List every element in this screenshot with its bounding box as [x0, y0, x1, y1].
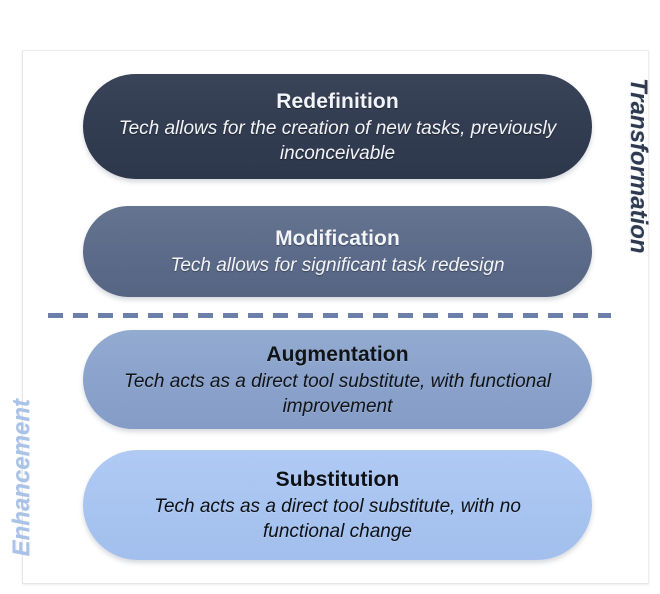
level-description-modification: Tech allows for significant task redesig…	[170, 255, 505, 276]
samr-level-modification[interactable]: Modification Tech allows for significant…	[83, 206, 592, 297]
level-title-redefinition: Redefinition	[276, 89, 399, 113]
band-label-transformation: Transformation	[625, 78, 652, 254]
level-description-substitution: Tech acts as a direct tool substitute, w…	[154, 496, 521, 542]
level-title-substitution: Substitution	[275, 468, 400, 491]
samr-level-redefinition[interactable]: Redefinition Tech allows for the creatio…	[83, 74, 592, 179]
samr-level-augmentation[interactable]: Augmentation Tech acts as a direct tool …	[83, 330, 592, 429]
transformation-enhancement-divider	[48, 313, 611, 318]
level-description-augmentation: Tech acts as a direct tool substitute, w…	[123, 370, 552, 417]
level-title-augmentation: Augmentation	[266, 342, 409, 366]
band-label-enhancement: Enhancement	[8, 398, 35, 556]
level-description-redefinition: Tech allows for the creation of new task…	[118, 117, 557, 164]
level-title-modification: Modification	[275, 227, 400, 250]
samr-level-substitution[interactable]: Substitution Tech acts as a direct tool …	[83, 450, 592, 560]
